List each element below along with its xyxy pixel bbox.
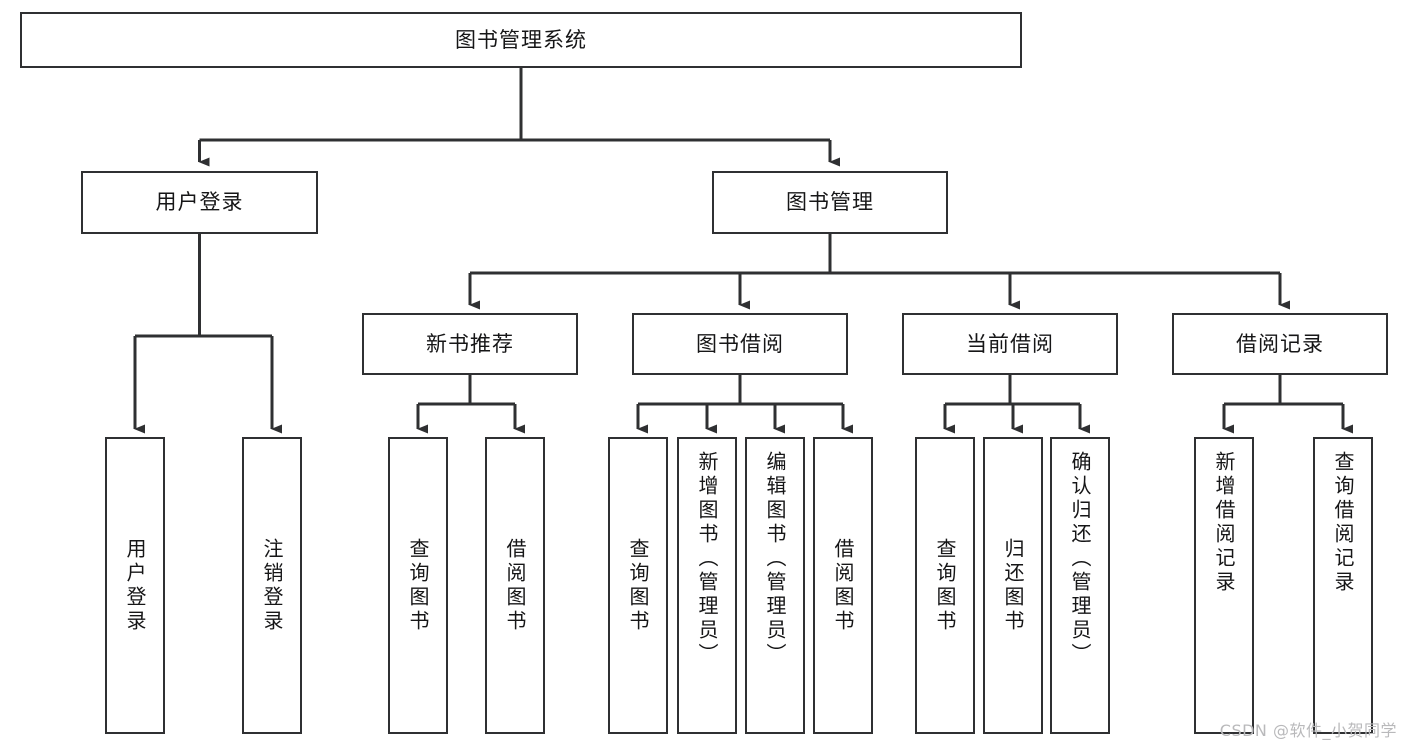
node-root[interactable]: 图书管理系统 xyxy=(20,12,1022,68)
node-leaf-query-book-1-label: 查询图书 xyxy=(406,537,430,634)
node-leaf-query-record[interactable]: 查询借阅记录 xyxy=(1313,437,1373,734)
node-leaf-confirm-return-label: 确认归还（管理员） xyxy=(1068,451,1092,667)
node-leaf-add-book[interactable]: 新增图书（管理员） xyxy=(677,437,737,734)
node-leaf-logout-login-label: 注销登录 xyxy=(260,537,284,634)
node-leaf-add-record[interactable]: 新增借阅记录 xyxy=(1194,437,1254,734)
node-leaf-query-book-2-label: 查询图书 xyxy=(626,537,650,634)
node-leaf-user-login-label: 用户登录 xyxy=(123,537,147,634)
node-user-login-label: 用户登录 xyxy=(155,190,244,215)
node-leaf-return-book-label: 归还图书 xyxy=(1001,537,1025,634)
node-leaf-borrow-book-2[interactable]: 借阅图书 xyxy=(813,437,873,734)
node-leaf-add-book-label: 新增图书（管理员） xyxy=(695,451,719,667)
node-leaf-add-record-label: 新增借阅记录 xyxy=(1212,451,1236,595)
node-user-login[interactable]: 用户登录 xyxy=(81,171,318,234)
node-current-borrow-label: 当前借阅 xyxy=(966,331,1054,356)
node-leaf-borrow-book-1[interactable]: 借阅图书 xyxy=(485,437,545,734)
node-leaf-query-book-1[interactable]: 查询图书 xyxy=(388,437,448,734)
node-book-manage[interactable]: 图书管理 xyxy=(712,171,948,234)
node-leaf-return-book[interactable]: 归还图书 xyxy=(983,437,1043,734)
node-root-label: 图书管理系统 xyxy=(455,27,587,52)
node-new-book-recommend-label: 新书推荐 xyxy=(426,331,514,356)
node-leaf-user-login[interactable]: 用户登录 xyxy=(105,437,165,734)
node-borrow-record[interactable]: 借阅记录 xyxy=(1172,313,1388,375)
node-book-borrow-label: 图书借阅 xyxy=(696,331,784,356)
node-book-borrow[interactable]: 图书借阅 xyxy=(632,313,848,375)
node-borrow-record-label: 借阅记录 xyxy=(1236,331,1324,356)
node-book-manage-label: 图书管理 xyxy=(786,190,874,215)
node-leaf-borrow-book-2-label: 借阅图书 xyxy=(831,537,855,634)
watermark: CSDN @软件_小贺同学 xyxy=(1219,721,1397,740)
node-leaf-query-book-2[interactable]: 查询图书 xyxy=(608,437,668,734)
node-leaf-edit-book-label: 编辑图书（管理员） xyxy=(763,451,787,667)
node-leaf-query-book-3[interactable]: 查询图书 xyxy=(915,437,975,734)
node-leaf-borrow-book-1-label: 借阅图书 xyxy=(503,537,527,634)
node-leaf-edit-book[interactable]: 编辑图书（管理员） xyxy=(745,437,805,734)
node-leaf-logout-login[interactable]: 注销登录 xyxy=(242,437,302,734)
node-leaf-confirm-return[interactable]: 确认归还（管理员） xyxy=(1050,437,1110,734)
node-leaf-query-record-label: 查询借阅记录 xyxy=(1331,451,1355,595)
node-new-book-recommend[interactable]: 新书推荐 xyxy=(362,313,578,375)
node-current-borrow[interactable]: 当前借阅 xyxy=(902,313,1118,375)
node-leaf-query-book-3-label: 查询图书 xyxy=(933,537,957,634)
